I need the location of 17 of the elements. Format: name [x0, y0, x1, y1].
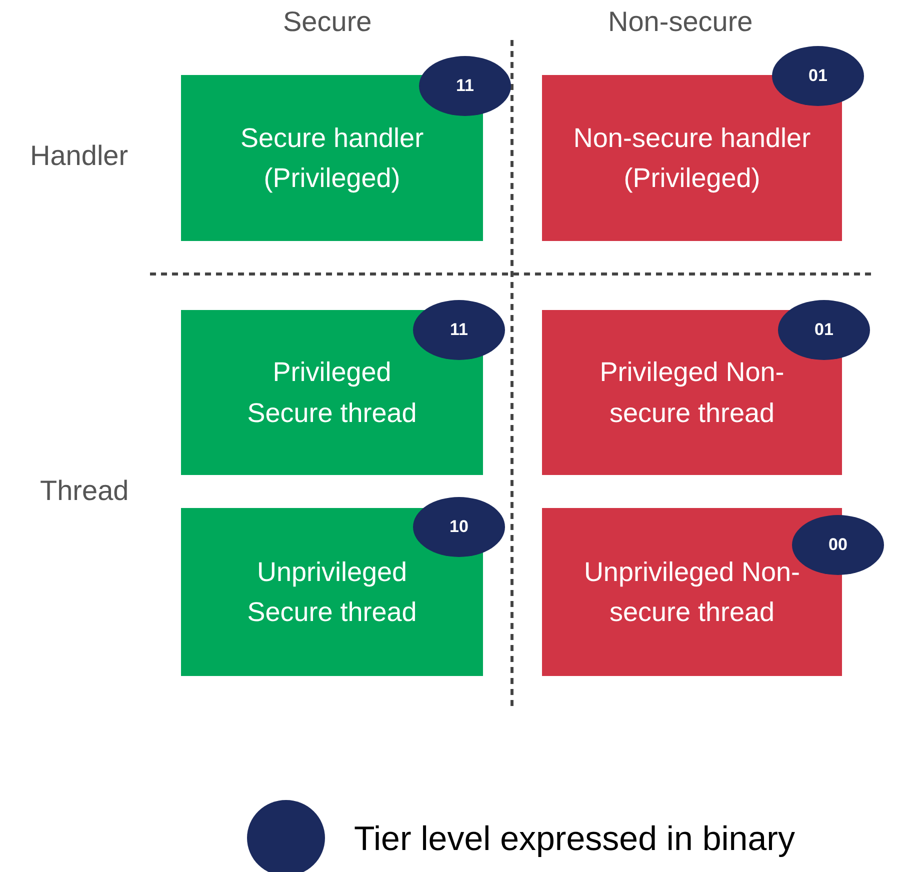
tier-badge: 11: [413, 300, 505, 360]
mode-box: [181, 310, 483, 475]
tier-badge: 01: [772, 46, 864, 106]
mode-box: [181, 75, 483, 241]
mode-box: [542, 310, 842, 475]
legend-label: Tier level expressed in binary: [354, 820, 795, 859]
tier-badge: 10: [413, 497, 505, 557]
mode-label: Secure handler (Privileged): [239, 122, 425, 195]
column-heading: Secure: [283, 6, 372, 38]
column-heading: Non-secure: [608, 6, 753, 38]
tier-badge: 11: [419, 56, 511, 116]
mode-label: Unprivileged Secure thread: [246, 556, 418, 629]
row-heading: Thread: [40, 475, 129, 507]
tier-badge: 01: [778, 300, 870, 360]
mode-box: [181, 508, 483, 676]
mode-label: Non-secure handler (Privileged): [572, 122, 812, 195]
row-heading: Handler: [30, 140, 128, 172]
